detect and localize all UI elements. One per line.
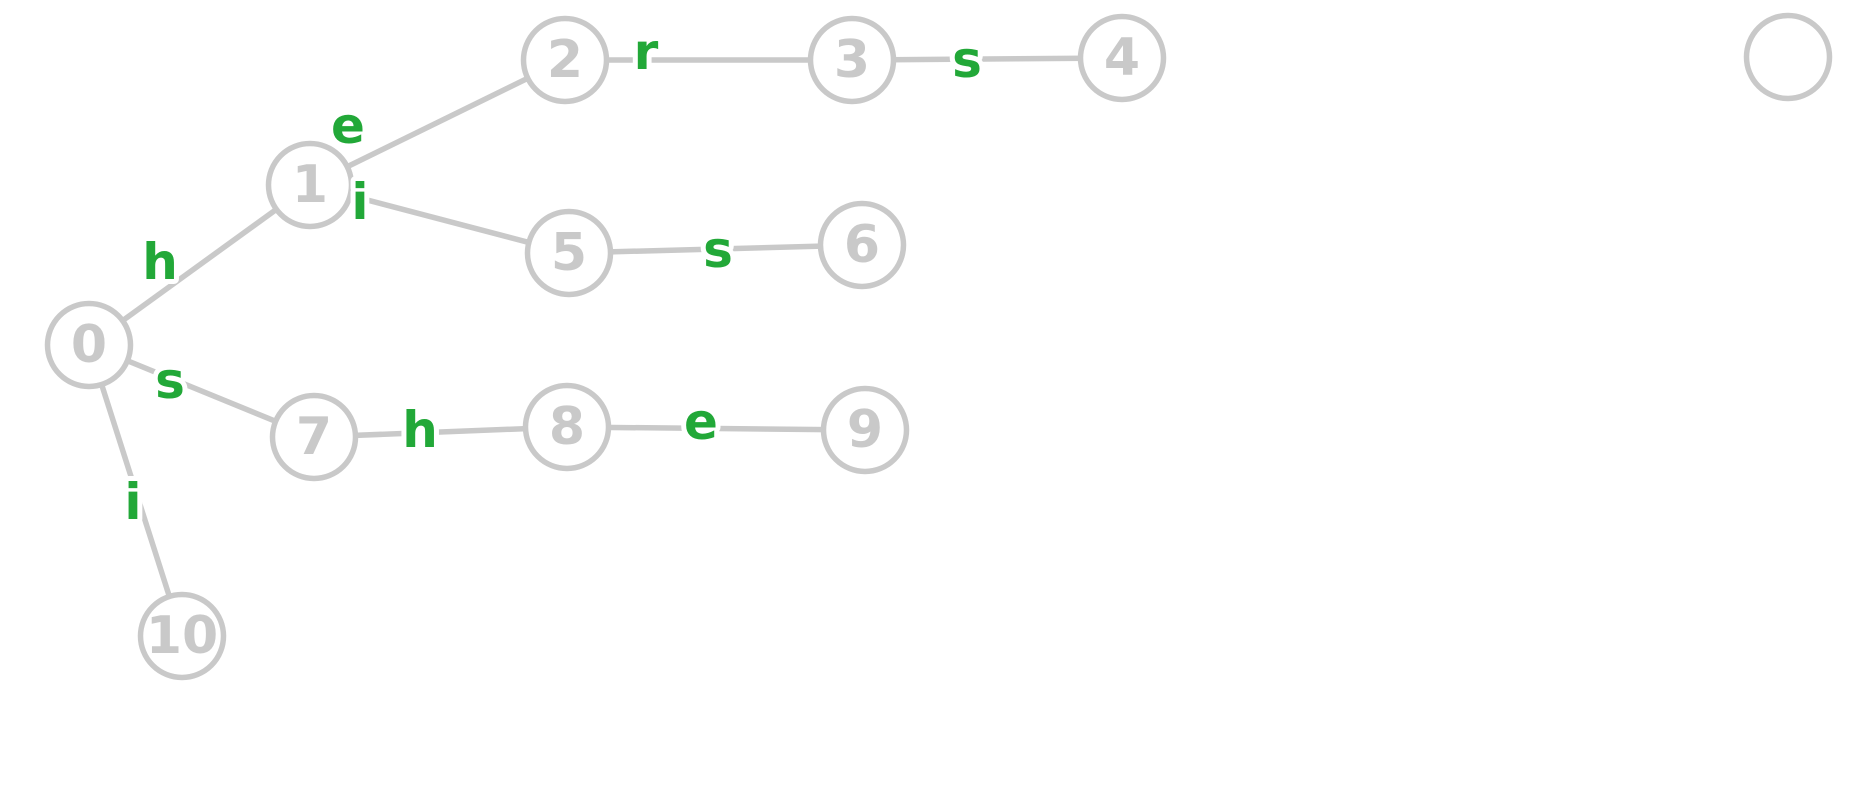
- node-label-10: 10: [146, 606, 218, 666]
- edge-3-4: [851, 55, 1123, 63]
- edge-label-5-6: s: [703, 221, 733, 279]
- edge-label-1-2: e: [331, 97, 365, 155]
- edge-label-3-4: s: [952, 31, 982, 89]
- node-circle-2: [520, 15, 610, 105]
- node-circle-7: [269, 392, 359, 482]
- node-label-2: 2: [547, 30, 583, 90]
- edge-label-0-1: h: [142, 233, 178, 291]
- node-label-4: 4: [1104, 28, 1140, 88]
- node-label-9: 9: [847, 400, 883, 460]
- edge-1-5: [309, 182, 570, 256]
- edge-label-2-3: r: [634, 23, 659, 81]
- edge-1-2: [308, 57, 567, 188]
- node-circle-5: [524, 208, 614, 298]
- edge-0-10: [86, 344, 185, 637]
- node-circle-4: [1077, 13, 1167, 103]
- node-label-0: 0: [71, 315, 107, 375]
- node-circle-0: [44, 300, 134, 390]
- node-label-5: 5: [551, 223, 587, 283]
- node-circle-3: [807, 15, 897, 105]
- edge-0-1: [87, 182, 312, 348]
- node-circle-6: [817, 200, 907, 290]
- edge-label-1-5: i: [351, 173, 368, 231]
- node-label-7: 7: [296, 407, 332, 467]
- edge-label-7-8: h: [402, 401, 438, 459]
- node-circle-9: [820, 385, 910, 475]
- node-label-1: 1: [292, 155, 328, 215]
- node-label-6: 6: [844, 215, 880, 275]
- edge-label-0-7: s: [155, 352, 185, 410]
- edge-label-0-10: i: [124, 473, 141, 531]
- node-circle-1: [265, 140, 355, 230]
- empty-node-circle: [1743, 12, 1833, 102]
- edge-8-9: [566, 424, 866, 433]
- edge-label-8-9: e: [684, 393, 718, 451]
- node-label-3: 3: [834, 30, 870, 90]
- node-circle-8: [522, 382, 612, 472]
- edge-5-6: [568, 242, 863, 256]
- node-label-8: 8: [549, 397, 585, 457]
- node-circle-10: [137, 591, 227, 681]
